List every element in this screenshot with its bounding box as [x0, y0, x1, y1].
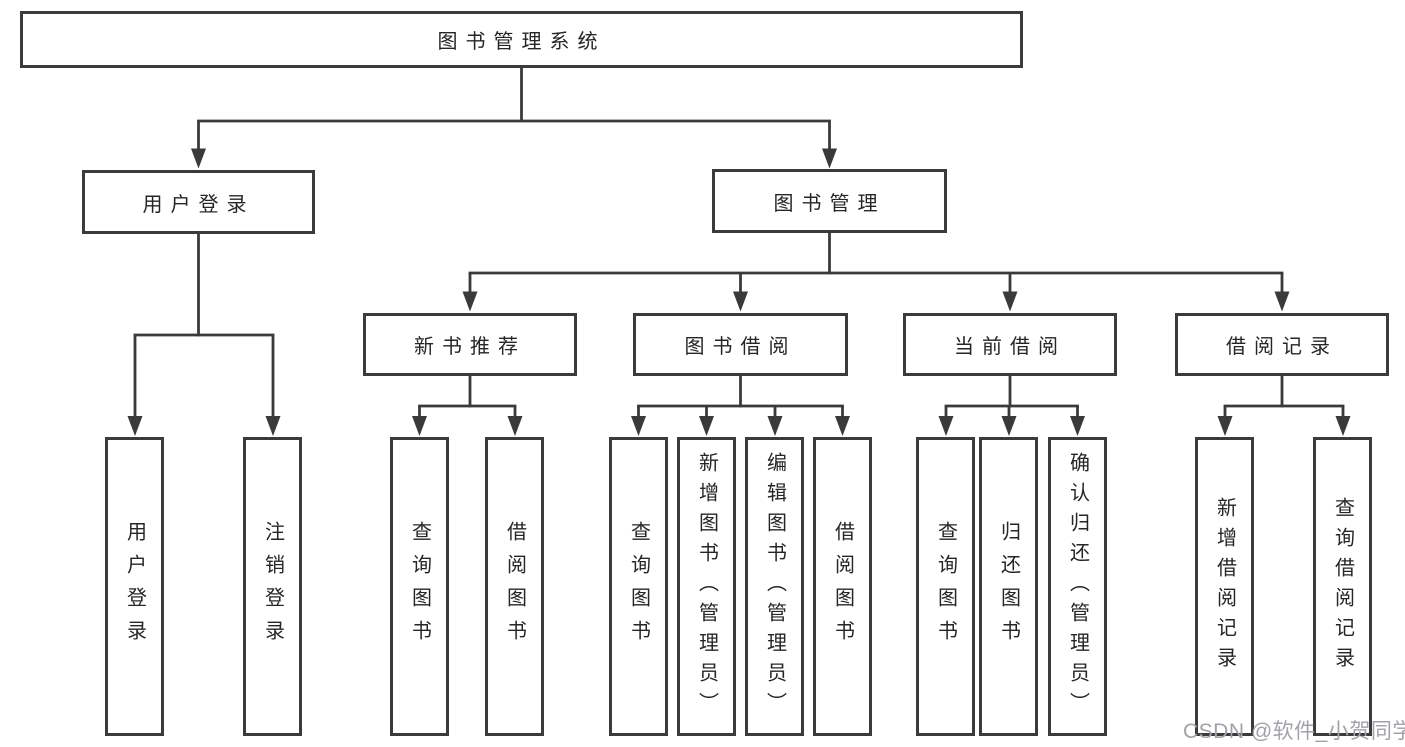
leaf-edit-books-admin: 编辑图书（管理员） [745, 437, 804, 736]
leaf-add-books-admin: 新增图书（管理员） [677, 437, 736, 736]
arrow-down-icon [822, 148, 837, 169]
arrow-down-icon [1335, 416, 1351, 436]
leaf-user-login: 用户登录 [105, 437, 164, 736]
arrow-down-icon [1002, 291, 1018, 312]
arrow-down-icon [1217, 416, 1233, 436]
leaf-query-books-recommend: 查询图书 [390, 437, 449, 736]
node-user-login-label: 用户登录 [142, 193, 255, 216]
arrow-down-icon [462, 291, 478, 312]
leaf-query-borrow-record: 查询借阅记录 [1313, 437, 1372, 736]
connector-book-borrowing-branch [631, 376, 850, 436]
arrow-down-icon [938, 416, 954, 436]
arrow-down-icon [1274, 291, 1290, 312]
arrow-down-icon [1001, 416, 1017, 436]
node-borrowing-records-label: 借阅记录 [1226, 336, 1338, 358]
connector-borrowing-records-branch [1217, 376, 1351, 436]
connector-current-borrowing-branch [938, 376, 1085, 436]
node-book-borrowing: 图书借阅 [633, 313, 848, 376]
arrow-down-icon [265, 416, 281, 436]
node-new-book-recommend-label: 新书推荐 [414, 336, 526, 358]
node-book-management-label: 图书管理 [773, 192, 886, 215]
arrow-down-icon [733, 291, 748, 312]
node-new-book-recommend: 新书推荐 [363, 313, 577, 376]
arrow-down-icon [507, 416, 523, 436]
arrow-down-icon [699, 416, 714, 436]
node-current-borrowing: 当前借阅 [903, 313, 1117, 376]
node-book-management: 图书管理 [712, 169, 947, 233]
leaf-borrow-books-recommend: 借阅图书 [485, 437, 544, 736]
arrow-down-icon [835, 416, 850, 436]
watermark: CSDN @软件_小贺同学 [1183, 720, 1405, 743]
leaf-return-books: 归还图书 [979, 437, 1038, 736]
connector-book-management-branch [462, 233, 1290, 312]
leaf-query-books-borrowing: 查询图书 [609, 437, 668, 736]
node-root: 图书管理系统 [20, 11, 1023, 68]
node-book-borrowing-label: 图书借阅 [684, 336, 797, 358]
node-root-label: 图书管理系统 [437, 31, 606, 53]
arrow-down-icon [631, 416, 646, 436]
arrow-down-icon [1070, 416, 1085, 436]
leaf-logout-login: 注销登录 [243, 437, 302, 736]
connector-user-login-branch [127, 234, 281, 436]
node-borrowing-records: 借阅记录 [1175, 313, 1389, 376]
arrow-down-icon [191, 148, 206, 169]
arrow-down-icon [767, 416, 783, 436]
connector-root-to-level2 [191, 68, 837, 169]
connector-new-book-recommend-branch [412, 376, 523, 436]
arrow-down-icon [127, 416, 143, 436]
node-current-borrowing-label: 当前借阅 [954, 336, 1066, 358]
leaf-query-books-current: 查询图书 [916, 437, 975, 736]
leaf-borrow-books-borrowing: 借阅图书 [813, 437, 872, 736]
node-user-login: 用户登录 [82, 170, 315, 234]
arrow-down-icon [412, 416, 427, 436]
leaf-confirm-return-admin: 确认归还（管理员） [1048, 437, 1107, 736]
leaf-add-borrow-record: 新增借阅记录 [1195, 437, 1254, 736]
